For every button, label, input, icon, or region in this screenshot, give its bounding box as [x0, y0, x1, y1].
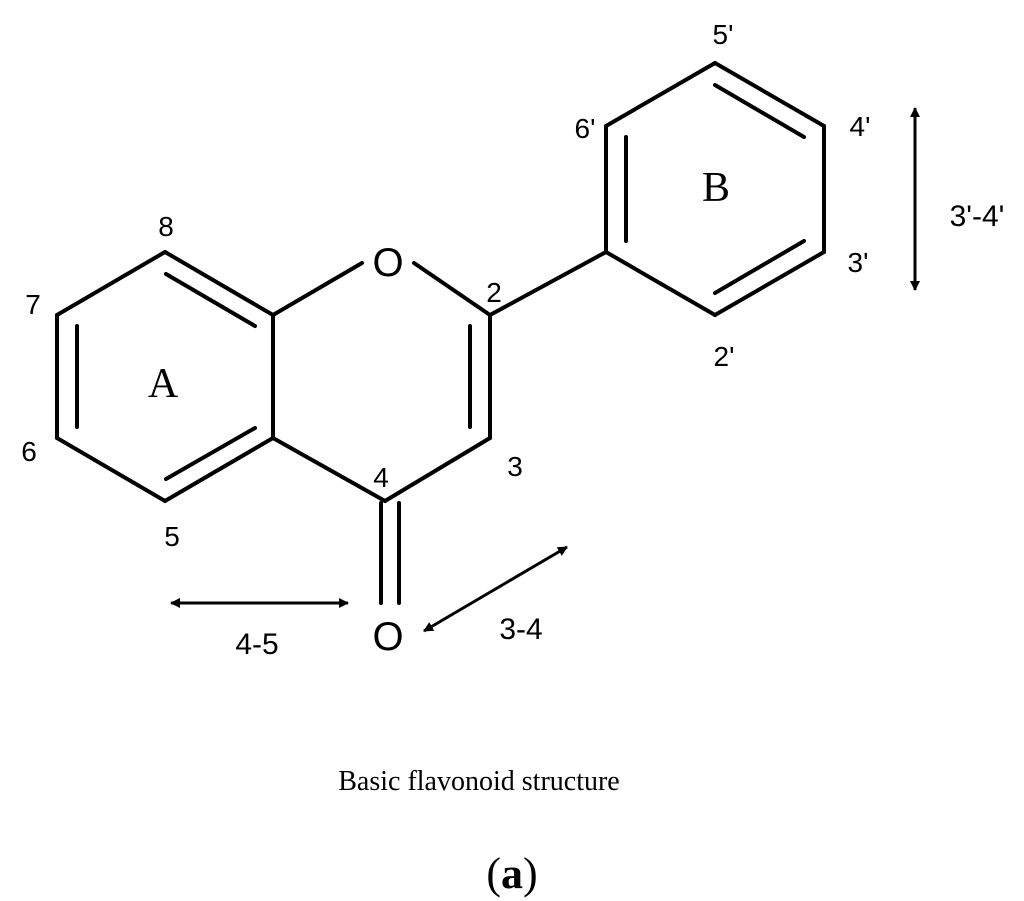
arrow-3-4 [423, 545, 568, 633]
bond-c5prime-c4prime [713, 61, 826, 128]
arrow-4-5-label: 4-5 [235, 628, 278, 661]
ring-b-bonds [604, 61, 826, 317]
bond-c6prime-c5prime [604, 61, 717, 128]
position-5prime-label: 5' [713, 19, 734, 50]
position-2prime-label: 2' [714, 341, 735, 372]
panel-label: (a) [486, 849, 537, 898]
bond-c2-c1prime [488, 250, 608, 317]
bond-c3-c4 [383, 436, 492, 503]
ring-b-label: B [702, 165, 730, 211]
bond-c8-c8a-double [164, 272, 257, 328]
bond-c5prime-c4prime-double [713, 83, 806, 139]
ring-a-bonds [55, 250, 275, 503]
bond-c3prime-c2prime-double [713, 239, 806, 295]
bond-c3prime-c2prime [713, 250, 826, 317]
position-8-label: 8 [158, 211, 174, 242]
bond-c5-c6 [55, 436, 167, 503]
ring-c-bonds [271, 261, 492, 605]
panel-label-open: ( [486, 849, 501, 898]
panel-label-close: ) [523, 849, 538, 898]
bond-c8-c8a [163, 250, 275, 317]
arrow-3prime-4prime-label: 3'-4' [950, 200, 1005, 233]
position-6-label: 6 [21, 436, 37, 467]
panel-label-letter: a [501, 849, 523, 898]
position-6prime-label: 6' [575, 113, 596, 144]
position-5-label: 5 [164, 521, 180, 552]
position-7-label: 7 [25, 289, 41, 320]
carbonyl-oxygen-label: O [372, 615, 403, 659]
bond-c7-c8 [55, 250, 167, 317]
bond-c2prime-c1prime [604, 250, 717, 317]
position-4prime-label: 4' [850, 111, 871, 142]
bond-c4-c4a [271, 436, 387, 503]
ring-a-label: A [148, 361, 179, 407]
position-4-label: 4 [373, 462, 389, 493]
position-2-label: 2 [486, 277, 502, 308]
bond-o1-c2 [412, 261, 492, 317]
bond-c4a-c5 [163, 436, 275, 503]
figure-caption: Basic flavonoid structure [338, 766, 619, 797]
position-3prime-label: 3' [848, 247, 869, 278]
bond-c8a-o1 [271, 261, 364, 317]
bond-c4a-c5-double [164, 426, 257, 481]
position-3-label: 3 [507, 451, 523, 482]
arrow-3-4-label: 3-4 [499, 613, 542, 646]
ring-oxygen-label: O [372, 241, 403, 285]
